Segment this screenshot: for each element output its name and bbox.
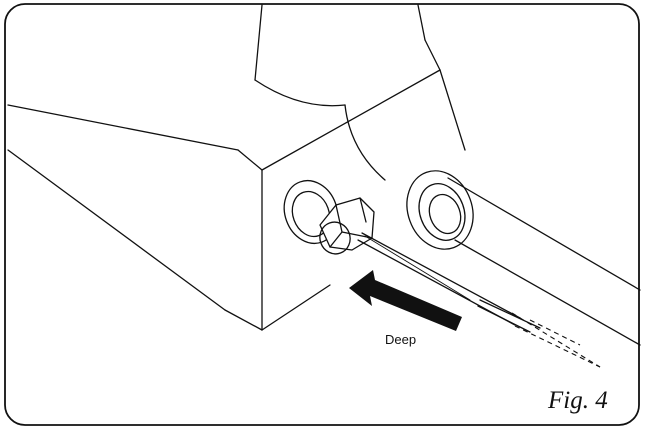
push-arrow-icon: [349, 270, 462, 331]
arrow-label: Deep: [385, 332, 416, 347]
needle-bushing: [283, 179, 339, 245]
housing: [7, 4, 466, 331]
cable-bushing: [406, 170, 641, 346]
figure-frame: [4, 3, 640, 426]
needle: [357, 232, 601, 368]
figure-caption: Fig. 4: [547, 387, 608, 414]
hex-nut: [319, 197, 375, 255]
